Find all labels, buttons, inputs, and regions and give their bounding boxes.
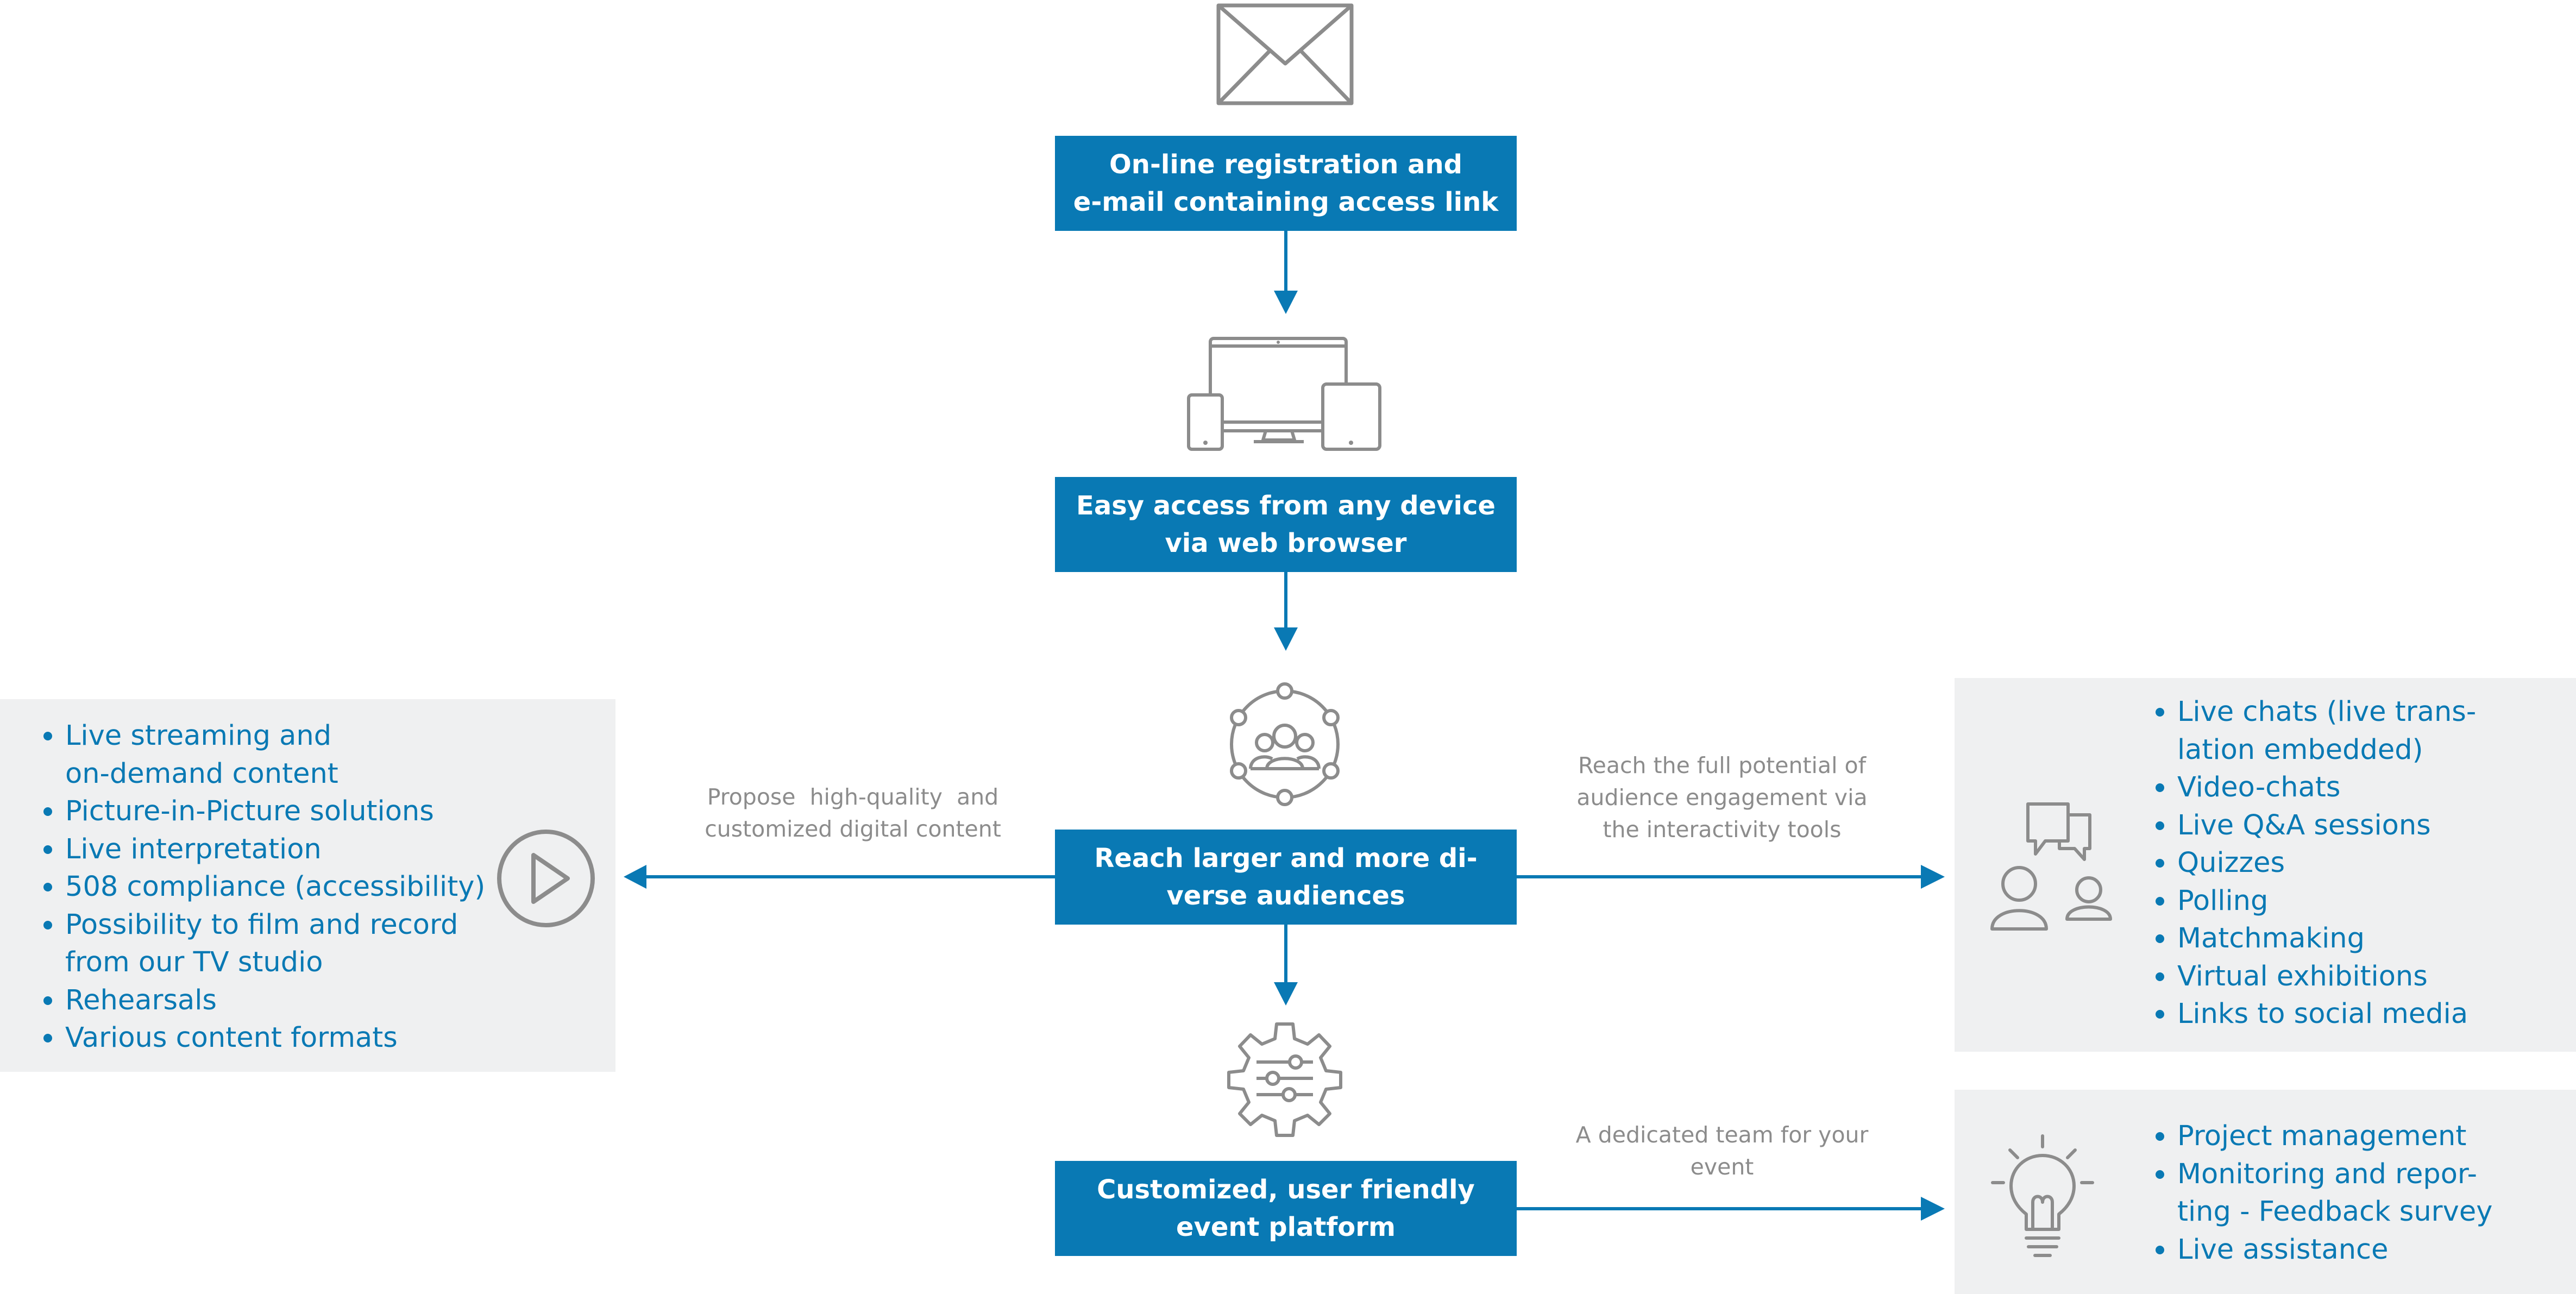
list-item: Picture-in-Picture solutions [40,793,485,831]
step-platform-line1: Customized, user friendly [1097,1174,1475,1205]
list-item: lation embedded) [2177,733,2423,766]
devices-icon [1187,337,1381,451]
step-platform: Customized, user friendly event platform [1055,1161,1517,1256]
arrowhead-left [624,865,646,889]
note-engagement: Reach the full potential of audience eng… [1543,750,1901,846]
list-item: 508 compliance (accessibility) [40,868,485,906]
list-item: from our TV studio [65,946,323,978]
content-panel [0,699,615,1072]
list-item: Live streaming and [40,717,485,755]
step-access-line1: Easy access from any device [1076,490,1496,521]
team-panel [1955,1090,2576,1294]
step-registration-line2: e-mail containing access link [1073,186,1499,217]
note-content: Propose high-quality and customized digi… [690,781,1016,845]
envelope-icon [1216,3,1354,105]
step-access-line2: via web browser [1165,527,1407,558]
note-team-line1: A dedicated team for your [1575,1122,1869,1148]
list-item: Video-chats [2152,769,2476,807]
list-item: Quizzes [2152,844,2476,882]
arrowhead-down [1274,627,1298,651]
note-engagement-line2: audience engagement via [1576,784,1868,811]
list-item: Matchmaking [2152,920,2476,958]
arrowhead-right [1921,1197,1945,1221]
step-reach-line2: verse audiences [1166,880,1405,911]
content-features-list: Live streaming and on-demand content Pic… [40,717,485,1057]
list-item: Live chats (live trans- [2152,693,2476,731]
play-icon [497,830,595,927]
team-services-list: Project management Monitoring and repor-… [2152,1117,2492,1268]
step-reach: Reach larger and more di- verse audience… [1055,830,1517,925]
step-access: Easy access from any device via web brow… [1055,477,1517,572]
note-content-line1: Propose high-quality and [707,784,999,810]
list-item: Virtual exhibitions [2152,958,2476,996]
step-registration: On-line registration and e-mail containi… [1055,136,1517,231]
list-item: Live Q&A sessions [2152,807,2476,845]
list-item: Monitoring and repor- [2152,1155,2492,1194]
note-engagement-line1: Reach the full potential of [1578,752,1867,778]
step-registration-line1: On-line registration and [1109,149,1463,180]
list-item: Live interpretation [40,831,485,869]
step-reach-line1: Reach larger and more di- [1094,843,1478,874]
arrowhead-down [1274,982,1298,1006]
arrowhead-down [1274,291,1298,314]
list-item: Project management [2152,1117,2492,1155]
list-item: Live assistance [2152,1231,2492,1269]
interactivity-features-list: Live chats (live trans- lation embedded)… [2152,693,2476,1033]
list-item: Links to social media [2152,995,2476,1033]
note-engagement-line3: the interactivity tools [1603,816,1842,843]
interactivity-panel [1955,678,2576,1052]
list-item: Polling [2152,882,2476,920]
list-item: Possibility to film and record [40,906,485,944]
arrowhead-right [1921,865,1945,889]
gear-settings-icon [1227,1022,1342,1137]
list-item: Rehearsals [40,982,485,1020]
note-team: A dedicated team for your event [1543,1119,1901,1183]
chat-people-icon [1990,802,2112,931]
list-item: ting - Feedback survey [2177,1196,2493,1228]
audience-network-icon [1230,682,1340,806]
note-content-line2: customized digital content [705,816,1001,842]
list-item: Various content formats [40,1019,485,1057]
lightbulb-icon [1991,1134,2094,1257]
note-team-line2: event [1690,1154,1754,1180]
step-platform-line2: event platform [1176,1211,1396,1242]
list-item: on-demand content [65,757,338,790]
